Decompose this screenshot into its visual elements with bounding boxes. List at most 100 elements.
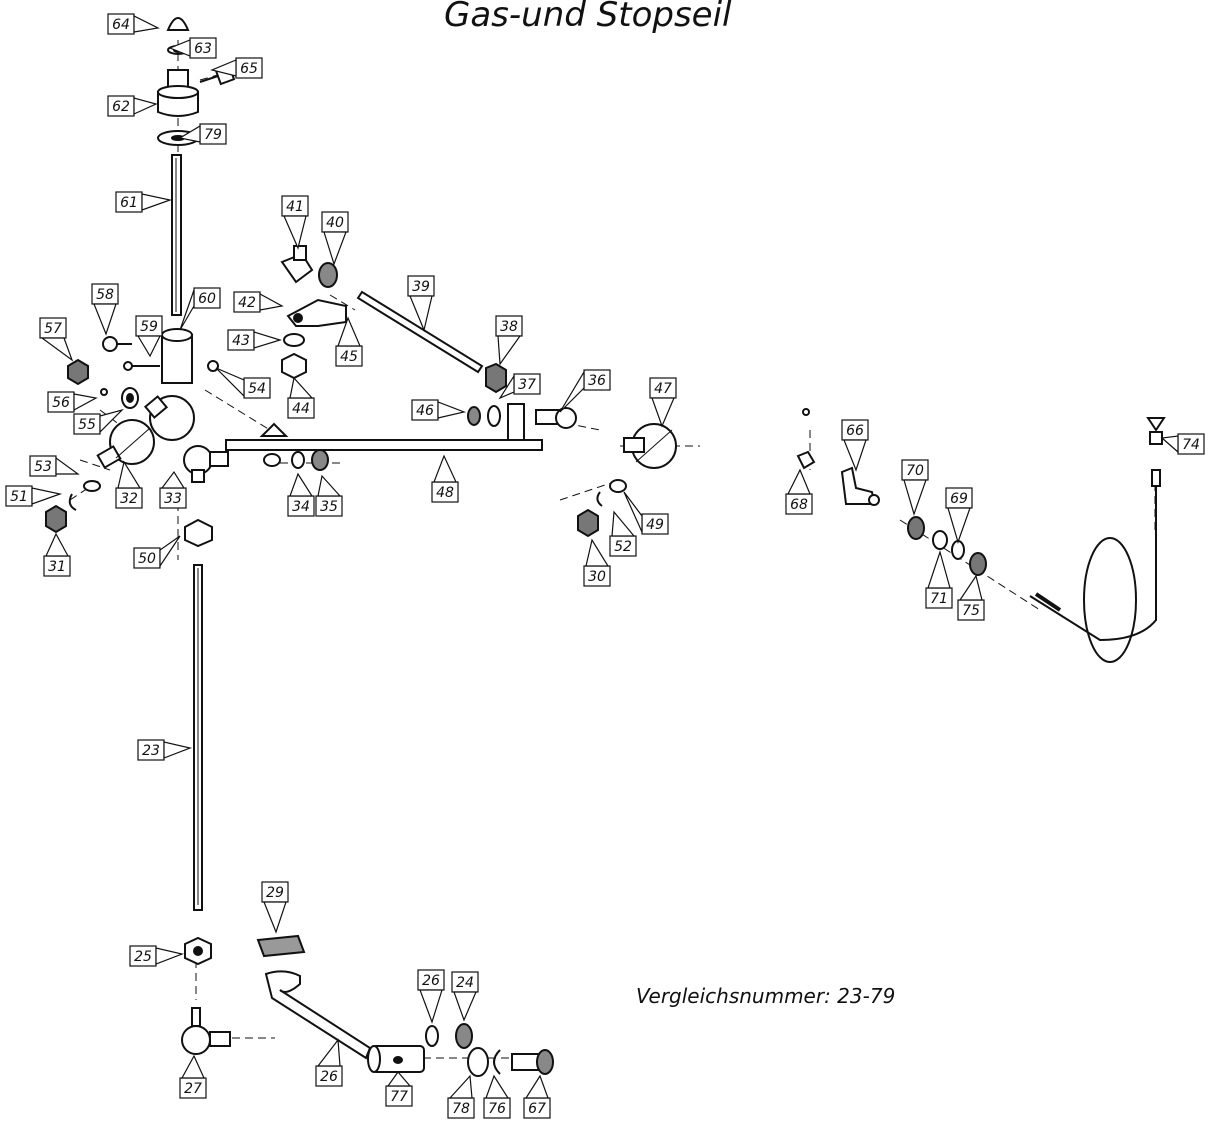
callout-pointer — [133, 15, 160, 33]
part-number-label: 41 — [286, 199, 304, 215]
part-number-label: 23 — [142, 743, 160, 759]
part-number-label: 70 — [906, 463, 924, 479]
callout-53-circlip: 53 — [29, 455, 80, 477]
callout-48-washer: 48 — [431, 454, 459, 503]
callout-27-pivot-tube: 27 — [179, 1054, 207, 1099]
callout-pointer — [45, 532, 70, 557]
part-number-label: 52 — [614, 539, 632, 555]
part-number-label: 30 — [588, 569, 606, 585]
callout-pointer — [585, 538, 610, 567]
callout-51-ball-joint: 51 — [5, 485, 63, 507]
callout-pointer — [263, 901, 287, 934]
callout-pointer — [419, 989, 443, 1024]
callout-62-knob-housing: 62 — [107, 95, 158, 117]
part-number-label: 31 — [48, 559, 66, 575]
part-number-label: 69 — [950, 491, 968, 507]
callout-65-screw: 65 — [210, 57, 263, 79]
part-number-label: 59 — [140, 319, 158, 335]
callout-59-pin: 59 — [135, 315, 163, 358]
part-number-label: 79 — [204, 127, 222, 143]
callout-47-ball-joint: 47 — [649, 377, 677, 428]
callout-pointer — [437, 401, 467, 419]
comparison-number: Vergleichsnummer: 23-79 — [636, 984, 895, 1008]
callout-66-cable-clamp: 66 — [841, 419, 869, 472]
part-number-label: 50 — [138, 551, 156, 567]
part-number-label: 33 — [164, 491, 182, 507]
callout-42-lever-plate: 42 — [233, 291, 284, 313]
callout-52-nut: 52 — [609, 510, 637, 557]
callout-pointer — [958, 574, 983, 601]
part-number-label: 29 — [266, 885, 284, 901]
callout-38-nut: 38 — [495, 315, 523, 366]
part-number-label: 54 — [248, 381, 266, 397]
callout-74-stop-cable: 74 — [1160, 433, 1205, 455]
callout-pointer — [141, 193, 173, 211]
callout-pointer — [947, 507, 971, 544]
callout-33-washer: 33 — [159, 470, 187, 509]
part-number-label: 49 — [646, 517, 664, 533]
callout-32-ball-joint: 32 — [115, 460, 143, 509]
callout-57-nut: 57 — [39, 317, 74, 362]
callout-39-connecting-rod: 39 — [407, 275, 435, 332]
part-number-label: 36 — [588, 373, 606, 389]
callout-35-cross-shaft: 35 — [315, 474, 343, 517]
callout-pointer — [386, 1071, 412, 1087]
callout-67-bell-crank: 67 — [523, 1074, 551, 1119]
part-number-label: 71 — [930, 591, 948, 607]
callout-75-cable-end: 75 — [957, 574, 985, 621]
part-number-label: 40 — [326, 215, 344, 231]
part-number-label: 67 — [528, 1101, 546, 1117]
callout-pointer — [611, 510, 636, 537]
callout-pointer — [136, 335, 161, 358]
callout-69-washer: 69 — [945, 487, 973, 544]
callout-pointer — [337, 316, 361, 347]
part-number-label: 55 — [78, 417, 96, 433]
callout-60-sleeve: 60 — [179, 287, 221, 331]
callout-61-upper-rod: 61 — [115, 191, 173, 213]
callout-pointer — [210, 59, 237, 77]
callout-pointer — [316, 1038, 341, 1067]
callout-pointer — [485, 1074, 510, 1099]
callout-pointer — [409, 295, 433, 332]
part-number-label: 76 — [488, 1101, 506, 1117]
callout-pointer — [323, 231, 347, 266]
callout-pointer — [497, 335, 522, 366]
part-number-label: 77 — [390, 1089, 408, 1105]
part-number-label: 42 — [238, 295, 256, 311]
part-number-label: 27 — [184, 1081, 202, 1097]
part-number-label: 43 — [232, 333, 250, 349]
callout-41-elbow-fitting: 41 — [281, 195, 309, 250]
part-number-label: 25 — [134, 949, 152, 965]
callout-pointer — [289, 376, 314, 399]
callout-pointer — [524, 1074, 549, 1099]
callout-pointer — [289, 472, 314, 497]
part-number-label: 58 — [96, 287, 114, 303]
part-number-label: 64 — [112, 17, 130, 33]
callout-pointer — [163, 741, 193, 759]
part-number-label: 53 — [34, 459, 52, 475]
callout-56-washer: 56 — [47, 391, 98, 413]
callout-49-circlip: 49 — [623, 491, 669, 535]
part-number-label: 75 — [962, 603, 980, 619]
callout-pointer — [317, 474, 342, 497]
part-number-label: 34 — [292, 499, 310, 515]
part-number-label: 56 — [52, 395, 70, 411]
callout-58-screw: 58 — [91, 283, 119, 336]
callout-25-washer: 25 — [129, 945, 185, 967]
part-number-label: 62 — [112, 99, 130, 115]
callout-pointer — [253, 331, 283, 349]
part-number-label: 68 — [790, 497, 808, 513]
callout-31-nut: 31 — [43, 532, 71, 577]
callout-43-washer: 43 — [227, 329, 283, 351]
callout-pointer — [651, 397, 675, 428]
callout-pointer — [178, 124, 201, 143]
callout-37-washer: 37 — [498, 373, 541, 400]
callout-pointer — [559, 369, 585, 413]
callout-pointer — [843, 439, 867, 472]
part-number-label: 39 — [412, 279, 430, 295]
part-number-label: 60 — [198, 291, 216, 307]
callout-55-ball-joint: 55 — [73, 408, 125, 435]
callout-36-clevis-pin: 36 — [559, 369, 611, 413]
